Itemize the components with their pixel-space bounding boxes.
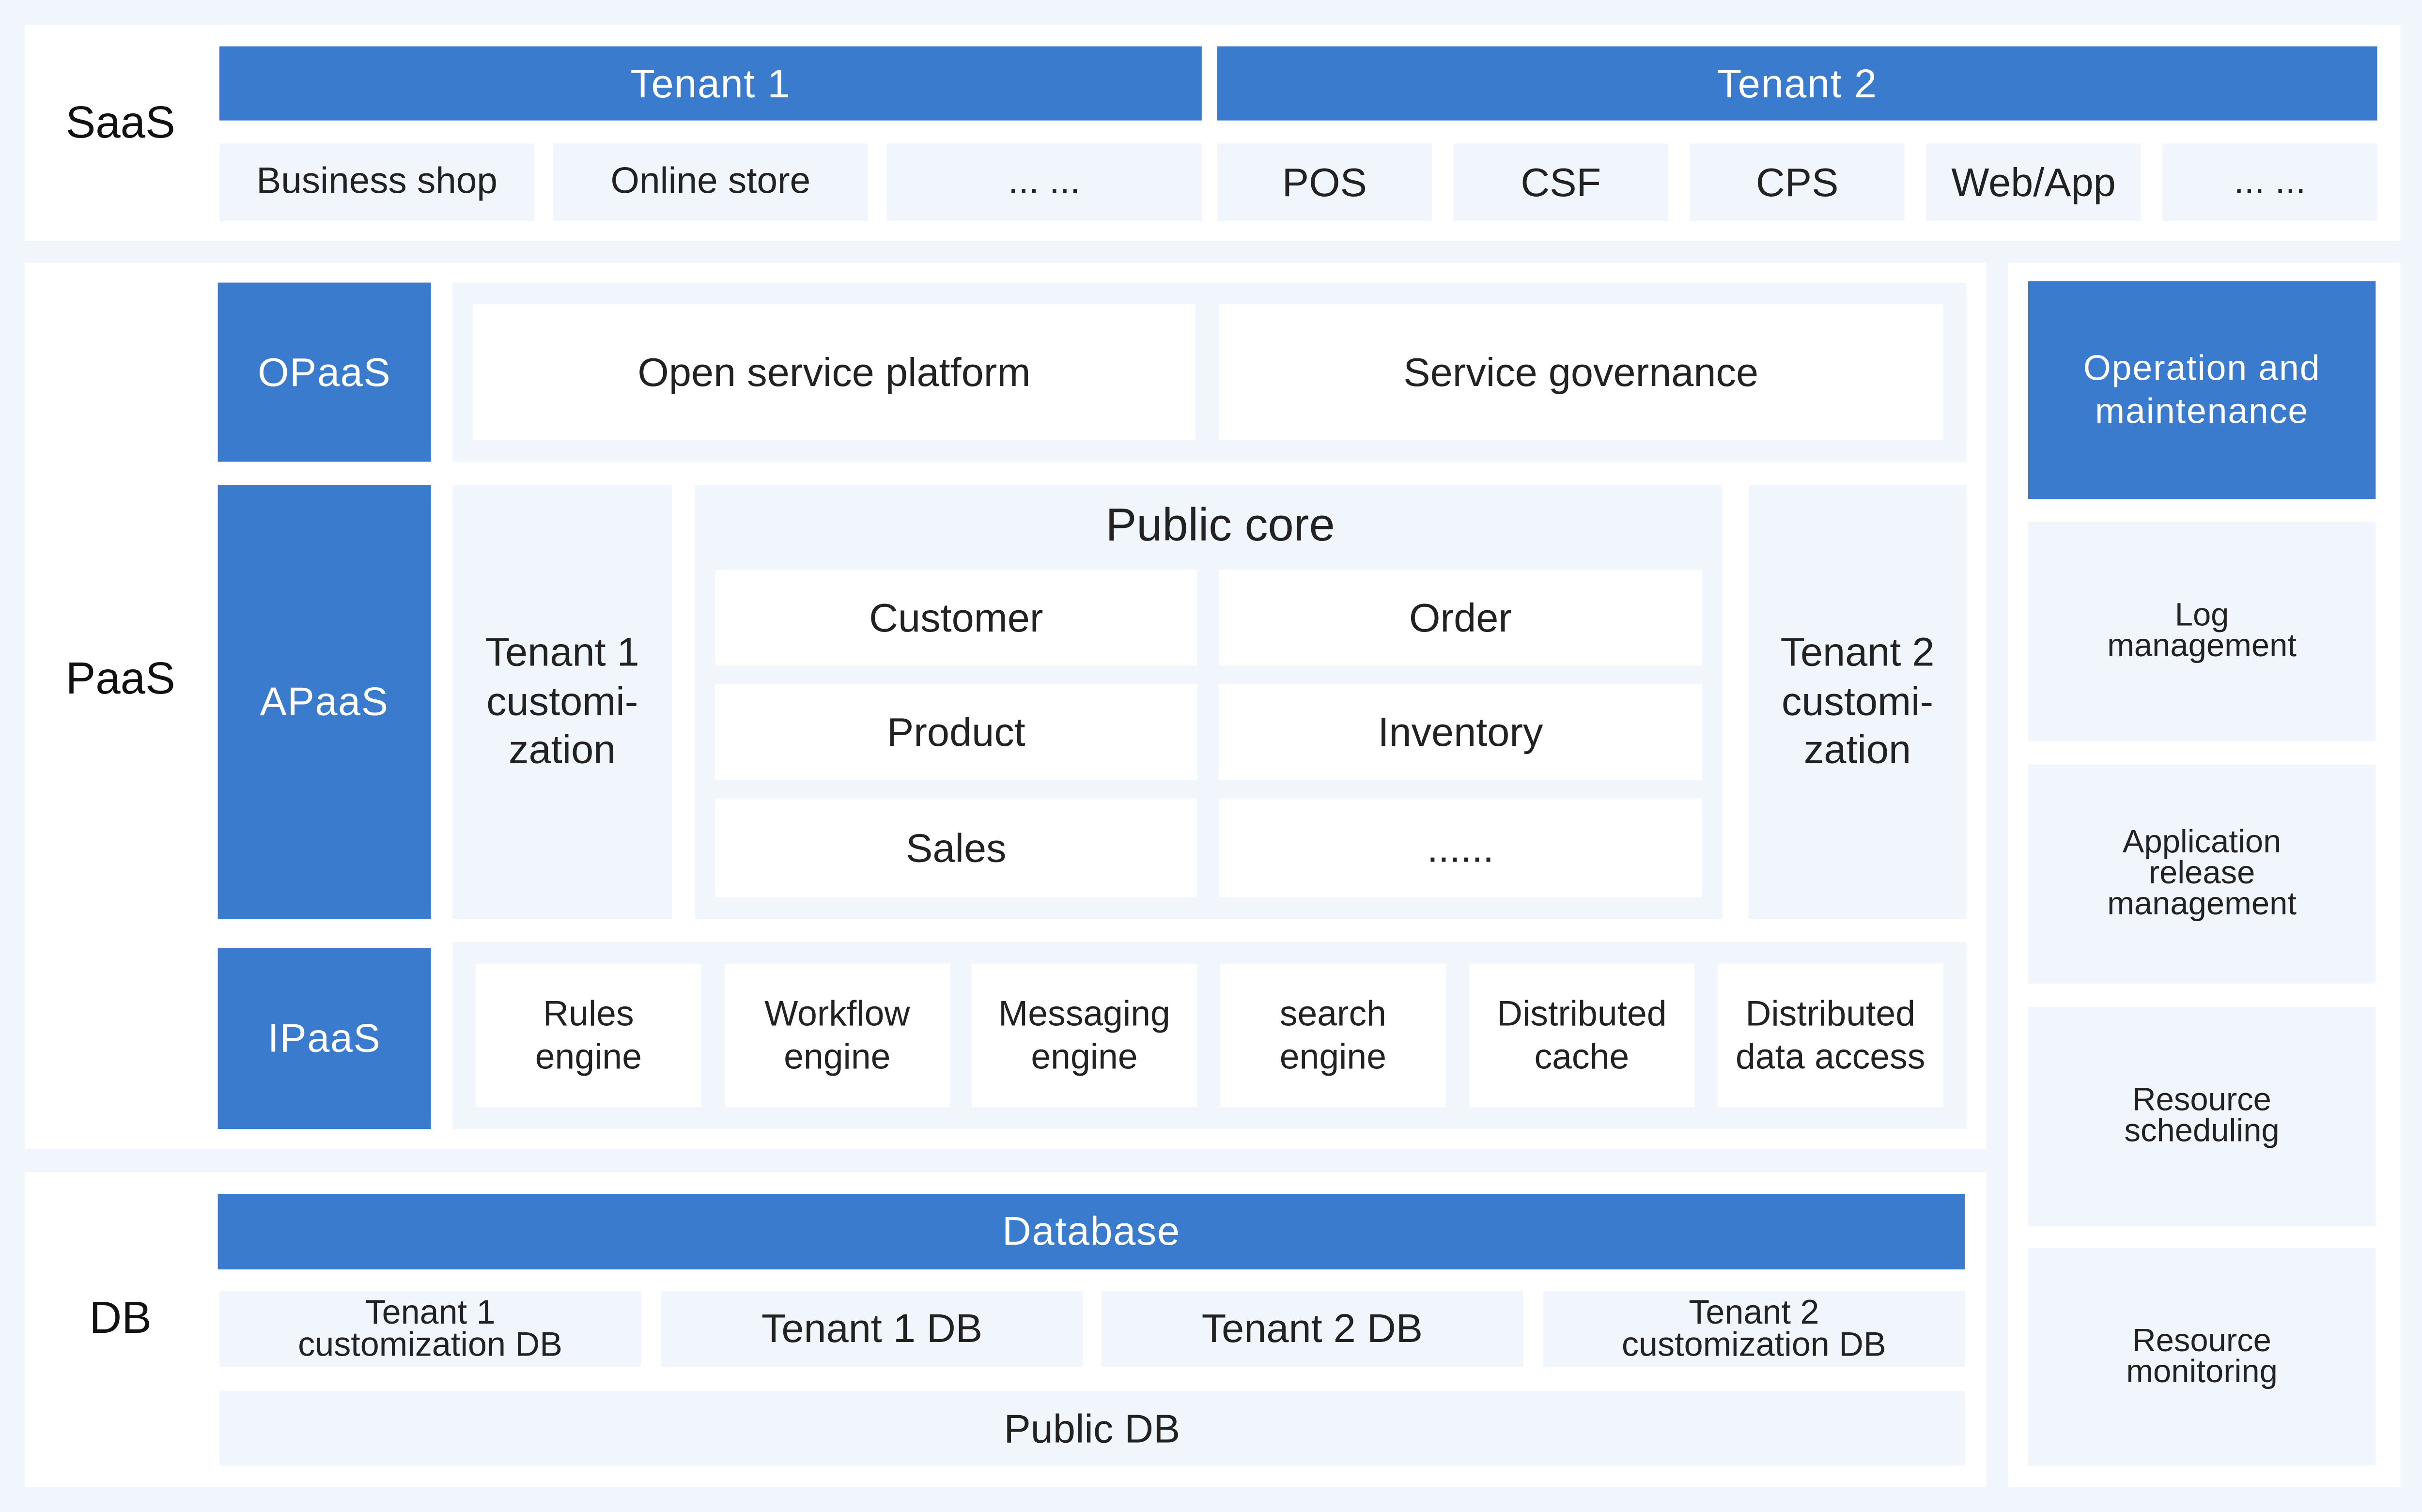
application-release-management: Application release management — [2028, 764, 2376, 984]
opaas-label: OPaaS — [217, 282, 431, 462]
distributed-data-access: Distributed data access — [1717, 963, 1943, 1108]
service-governance: Service governance — [1218, 304, 1943, 440]
saas-app-tenant2-more: ... ... — [2162, 143, 2377, 221]
saas-app-business-shop: Business shop — [219, 143, 535, 221]
db-label: DB — [89, 1293, 152, 1343]
ops-header: Operation and maintenance — [2028, 281, 2376, 499]
tenant2-header: Tenant 2 — [1217, 46, 2377, 121]
public-core-title: Public core — [1105, 500, 1335, 552]
saas-app-cps: CPS — [1690, 143, 1905, 221]
saas-app-pos: POS — [1217, 143, 1432, 221]
apaas-label: APaaS — [217, 485, 431, 919]
ipaas-label: IPaaS — [217, 948, 431, 1129]
resource-monitoring: Resource monitoring — [2028, 1248, 2376, 1466]
paas-label: PaaS — [65, 654, 175, 704]
tenant1-header: Tenant 1 — [219, 46, 1202, 121]
search-engine: search engine — [1220, 963, 1446, 1108]
saas-app-web-app: Web/App — [1926, 143, 2141, 221]
core-inventory: Inventory — [1218, 684, 1703, 780]
core-sales: Sales — [715, 798, 1197, 897]
rules-engine: Rules engine — [476, 963, 701, 1108]
saas-app-online-store: Online store — [553, 143, 869, 221]
public-db: Public DB — [219, 1391, 1965, 1466]
tenant1-db: Tenant 1 DB — [661, 1291, 1083, 1367]
tenant2-customization: Tenant 2 customi- zation — [1748, 485, 1967, 919]
workflow-engine: Workflow engine — [724, 963, 950, 1108]
distributed-cache: Distributed cache — [1469, 963, 1695, 1108]
saas-label: SaaS — [65, 98, 175, 148]
log-management: Log management — [2028, 522, 2376, 741]
saas-app-tenant1-more: ... ... — [886, 143, 1202, 221]
ipaas-container — [452, 942, 1967, 1129]
saas-app-csf: CSF — [1453, 143, 1668, 221]
tenant2-db: Tenant 2 DB — [1101, 1291, 1523, 1367]
core-more: ...... — [1218, 798, 1703, 897]
database-header: Database — [217, 1193, 1965, 1270]
core-order: Order — [1218, 570, 1703, 666]
open-service-platform: Open service platform — [472, 304, 1196, 440]
tenant1-customization: Tenant 1 customi- zation — [452, 485, 672, 919]
core-product: Product — [715, 684, 1197, 780]
resource-scheduling: Resource scheduling — [2028, 1007, 2376, 1226]
core-customer: Customer — [715, 570, 1197, 666]
tenant2-customization-db: Tenant 2 customization DB — [1543, 1291, 1965, 1367]
messaging-engine: Messaging engine — [971, 963, 1197, 1108]
tenant1-customization-db: Tenant 1 customization DB — [219, 1291, 641, 1367]
